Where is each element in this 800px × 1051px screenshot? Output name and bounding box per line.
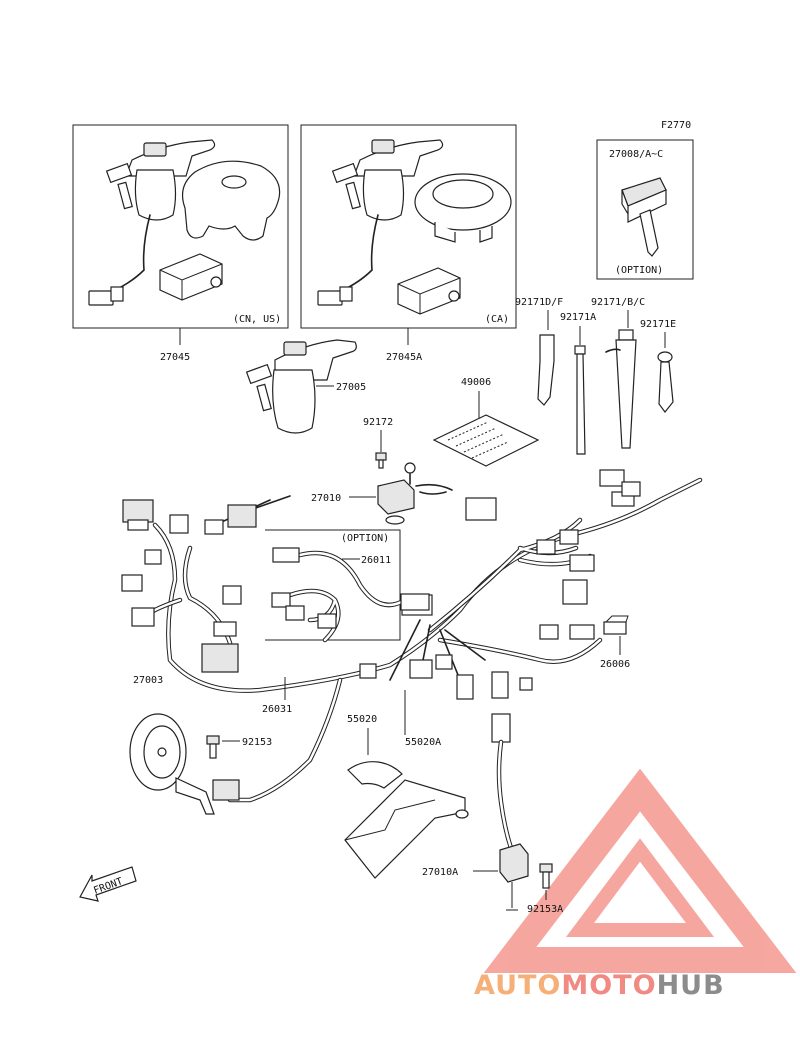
clamp-92171D-F xyxy=(537,334,555,406)
figure-code: F2770 xyxy=(661,120,691,131)
label-55020A: 55020A xyxy=(405,737,441,748)
label-26011: 26011 xyxy=(361,555,391,566)
watermark-hub: HUB xyxy=(657,970,725,1001)
label-27010: 27010 xyxy=(311,493,341,504)
lock-cylinder-middle xyxy=(397,267,461,315)
label-27003: 27003 xyxy=(133,675,163,686)
cover-55020 xyxy=(347,761,403,789)
ignition-switch xyxy=(245,339,357,434)
label-27045: 27045 xyxy=(160,352,190,363)
fuel-cap-middle xyxy=(414,173,512,243)
clamp-92171B-C xyxy=(605,329,637,449)
switch-27010 xyxy=(377,462,453,525)
key-blank xyxy=(621,177,667,257)
label-49006: 49006 xyxy=(461,377,491,388)
label-92171A: 92171A xyxy=(560,312,596,323)
label-92171D-F: 92171D/F xyxy=(515,297,563,308)
watermark-text: AUTOMOTOHUB xyxy=(474,970,725,1001)
label-27008: 27008/A~C xyxy=(609,149,663,160)
harness-connectors xyxy=(121,469,641,700)
horn xyxy=(129,713,215,815)
label-27010A: 27010A xyxy=(422,867,458,878)
label-sticker-49006 xyxy=(432,414,540,467)
sub-harness-26011 xyxy=(271,547,430,643)
label-92172: 92172 xyxy=(363,417,393,428)
fuel-cap-left xyxy=(182,160,281,241)
bolt-92153A xyxy=(539,863,553,889)
label-55020: 55020 xyxy=(347,714,377,725)
label-26006: 26006 xyxy=(600,659,630,670)
box-left-note: (CN, US) xyxy=(233,314,281,325)
box-middle-note: (CA) xyxy=(485,314,509,325)
label-92153: 92153 xyxy=(242,737,272,748)
box-right-note: (OPTION) xyxy=(615,265,663,276)
ignition-switch-left xyxy=(88,139,216,306)
label-27045A: 27045A xyxy=(386,352,422,363)
front-arrow: FRONT xyxy=(79,866,137,902)
lock-cylinder-left xyxy=(159,253,223,301)
switch-27010A xyxy=(491,713,529,911)
box-key-blank xyxy=(596,139,694,280)
label-26031: 26031 xyxy=(262,704,292,715)
watermark-logo xyxy=(483,768,797,973)
clamp-92171E xyxy=(657,351,674,413)
watermark-auto: AUTO xyxy=(474,970,561,1001)
ignition-switch-middle xyxy=(317,139,444,306)
clamp-92171A xyxy=(574,345,586,455)
label-92171E: 92171E xyxy=(640,319,676,330)
label-92171B-C: 92171/B/C xyxy=(591,297,645,308)
connector-26006 xyxy=(603,615,629,635)
label-92153A: 92153A xyxy=(527,904,563,915)
label-27005: 27005 xyxy=(336,382,366,393)
bracket-55020A xyxy=(344,779,469,879)
watermark-moto: MOTO xyxy=(561,970,656,1001)
bolt-92153 xyxy=(206,735,220,759)
option-bracket xyxy=(265,529,401,641)
label-option: (OPTION) xyxy=(341,533,389,544)
lead-26031 xyxy=(212,663,377,803)
bolt-92172 xyxy=(375,452,387,469)
